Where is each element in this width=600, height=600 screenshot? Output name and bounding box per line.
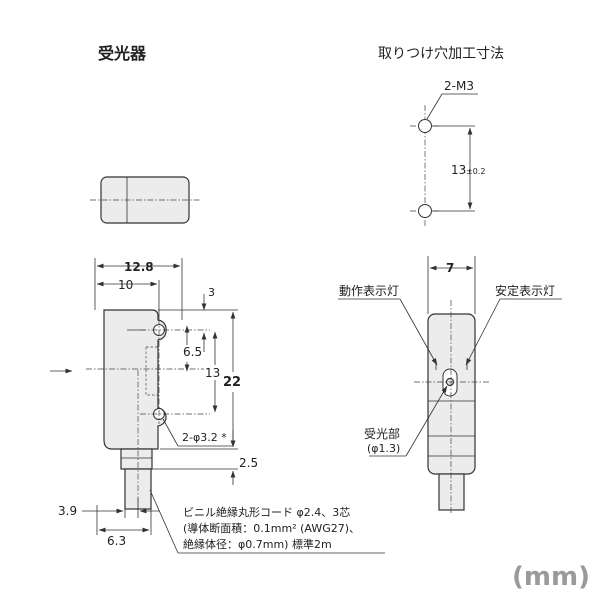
cord-spec-line1: ビニル絶縁丸形コード φ2.4、3芯 [183,505,350,519]
dim-3: 3 [208,286,215,299]
stability-indicator-label: 安定表示灯 [495,283,555,298]
dim-height-22: 22 [223,375,241,390]
mounting-hole-bottom [418,204,432,218]
dim-2-5: 2.5 [239,456,258,470]
side-dimensions [338,256,562,457]
hole-spec-label: 2-φ3.2 * [182,431,227,444]
operation-indicator-label: 動作表示灯 [339,284,399,298]
front-dimensions [82,258,385,554]
unit-label: (mm) [512,562,590,592]
dim-6-5: 6.5 [183,345,202,359]
side-width-value: 7 [446,261,454,275]
receiver-part-label: 受光部 [364,426,400,441]
mounting-title: 取りつけ穴加工寸法 [378,46,504,62]
mounting-pitch-value: 13 [451,163,466,177]
dim-width-hole: 10 [118,278,133,292]
receiver-title: 受光器 [98,44,147,63]
receiver-front-view [50,309,210,510]
mounting-pitch-tolerance: ±0.2 [466,167,485,176]
receiver-part-diameter: (φ1.3) [367,442,400,455]
receiver-side-view [414,300,490,515]
dim-13: 13 [205,366,220,380]
mounting-hole-drawing [410,93,478,228]
receiver-top-view [90,176,200,224]
dim-3-9: 3.9 [58,504,77,518]
dim-width-overall: 12.8 [124,260,154,274]
cord-spec-line2: (導体断面積：0.1mm² (AWG27)、 [183,521,360,535]
dim-6-3: 6.3 [107,534,126,548]
cord-spec-line3: 絶縁体径：φ0.7mm) 標準2m [183,537,332,551]
mounting-hole-top [418,119,432,133]
mounting-screw-label: 2-M3 [444,79,474,93]
